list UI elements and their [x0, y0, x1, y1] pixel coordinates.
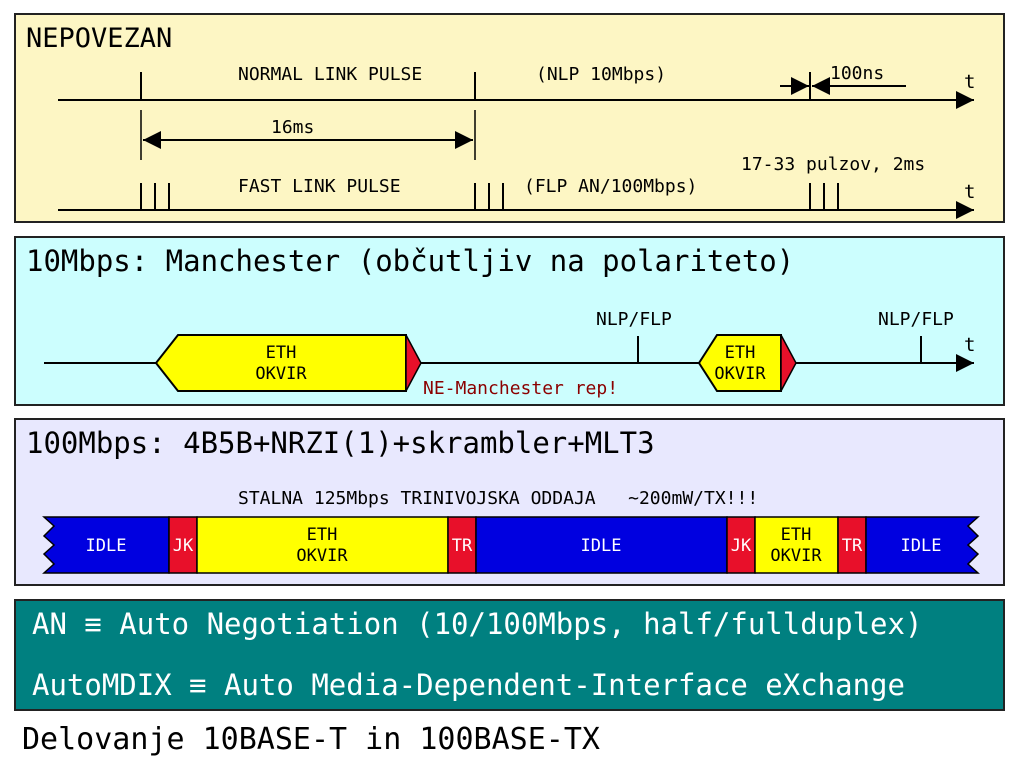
period-label: 16ms: [271, 117, 314, 138]
stream-subtitle: STALNA 125Mbps TRINIVOJSKA ODDAJA ~200mW…: [238, 488, 758, 509]
eth-frame-label: ETH: [266, 343, 297, 363]
idle-label: IDLE: [86, 536, 127, 556]
slide-footer-title: Delovanje 10BASE-T in 100BASE-TX: [22, 722, 600, 757]
jk-label: JK: [731, 536, 752, 556]
eth-frame-box: [697, 334, 782, 392]
nlp-label: NORMAL LINK PULSE: [238, 64, 422, 85]
nlp-note: (NLP 10Mbps): [536, 64, 666, 85]
idle-label: IDLE: [581, 536, 622, 556]
manchester-diagram: ETH OKVIR ETH OKVIR NLP/FLP NLP/FLP t NE…: [44, 309, 975, 399]
manchester-tail: [780, 334, 797, 392]
mlt3-stream-diagram: STALNA 125Mbps TRINIVOJSKA ODDAJA ~200mW…: [42, 488, 980, 574]
eth-frame-label: OKVIR: [296, 546, 348, 566]
flp-burst: [809, 183, 839, 210]
eth-frame-label: OKVIR: [770, 546, 822, 566]
definitions-panel: AN ≡ Auto Negotiation (10/100Mbps, half/…: [14, 599, 1005, 711]
flp-burst: [474, 183, 504, 210]
automdix-definition: AutoMDIX ≡ Auto Media-Dependent-Interfac…: [32, 668, 905, 702]
eth-frame-label: OKVIR: [255, 364, 307, 384]
eth-frame-label: ETH: [307, 525, 338, 545]
flp-label: FAST LINK PULSE: [238, 176, 401, 197]
eth-frame-label: OKVIR: [714, 364, 766, 384]
panel-title-10mbps: 10Mbps: Manchester (občutljiv na polarit…: [26, 244, 795, 278]
manchester-tail: [405, 334, 422, 392]
panel-title-100mbps: 100Mbps: 4B5B+NRZI(1)+skrambler+MLT3: [26, 426, 655, 460]
nlp-flp-label: NLP/FLP: [596, 309, 672, 330]
idle-label: IDLE: [901, 536, 942, 556]
panel-title-nepovezan: NEPOVEZAN: [26, 23, 173, 54]
pulse-width-label: 100ns: [830, 63, 884, 84]
eth-frame-box: [196, 516, 449, 574]
idle-block: [475, 516, 728, 574]
flp-note: (FLP AN/100Mbps): [524, 176, 697, 197]
idle-block: [865, 516, 980, 574]
manchester-panel: 10Mbps: Manchester (občutljiv na polarit…: [14, 236, 1005, 406]
eth-frame-label: ETH: [725, 343, 756, 363]
link-pulse-diagram: NORMAL LINK PULSE (NLP 10Mbps) 100ns t 1…: [58, 63, 975, 219]
nlp-flp-label: NLP/FLP: [878, 309, 954, 330]
jk-label: JK: [173, 536, 194, 556]
an-definition: AN ≡ Auto Negotiation (10/100Mbps, half/…: [32, 607, 923, 641]
flp-time-label: t: [964, 181, 975, 203]
mlt3-panel: 100Mbps: 4B5B+NRZI(1)+skrambler+MLT3 STA…: [14, 418, 1005, 586]
manchester-time-label: t: [964, 334, 975, 356]
tr-delimiter: [447, 516, 477, 574]
eth-frame-label: ETH: [781, 525, 812, 545]
flp-burst: [140, 183, 170, 210]
tr-label: TR: [842, 536, 863, 556]
jk-delimiter: [726, 516, 756, 574]
flp-burst-label: 17-33 pulzov, 2ms: [741, 154, 925, 175]
tr-label: TR: [452, 536, 473, 556]
eth-frame-box: [154, 334, 407, 392]
nlp-time-label: t: [964, 71, 975, 93]
link-pulse-panel: NEPOVEZAN NORMAL LINK PULSE (N: [14, 13, 1005, 223]
tail-note: NE-Manchester rep!: [423, 378, 618, 399]
